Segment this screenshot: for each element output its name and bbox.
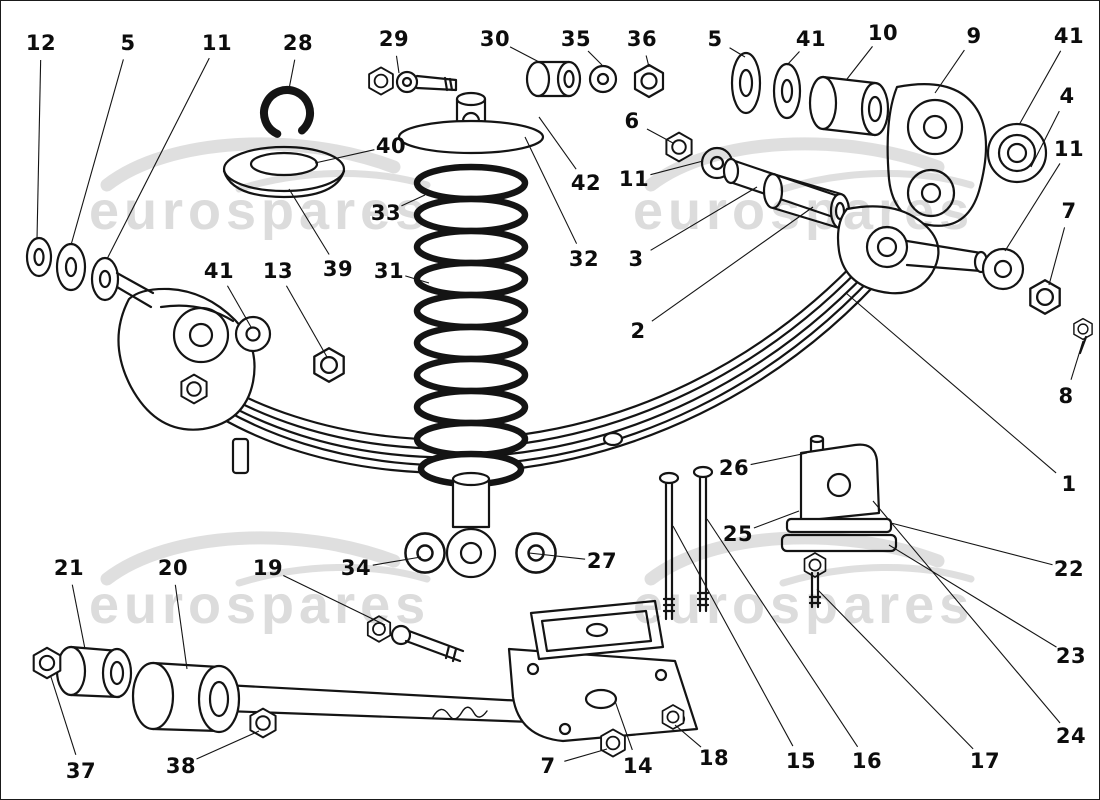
watermark-swoosh <box>100 531 401 586</box>
snap-ring-and-seat <box>222 86 346 199</box>
washer-41-left <box>234 315 272 353</box>
leader-line-31 <box>405 275 430 284</box>
leader-line-5 <box>70 59 124 246</box>
leader-line-21 <box>71 584 86 650</box>
leader-line-33 <box>401 194 426 207</box>
leader-line-20 <box>174 584 188 670</box>
left-washer-stack <box>25 236 155 309</box>
watermark-swoosh <box>235 564 431 587</box>
leader-line-10 <box>846 46 873 80</box>
leader-line-42 <box>538 116 577 170</box>
leader-line-16 <box>706 518 859 748</box>
leader-line-35 <box>587 50 603 66</box>
leader-line-3 <box>650 186 758 251</box>
upper-link-group <box>730 51 1048 227</box>
watermark-text: eurospares <box>633 575 974 635</box>
watermark-swoosh <box>100 137 401 192</box>
leader-line-1 <box>845 292 1057 474</box>
leader-line-6 <box>646 128 674 144</box>
watermark-text: eurospares <box>89 181 430 241</box>
right-spring-eye-group <box>836 205 1093 355</box>
leader-line-9 <box>934 49 965 94</box>
leader-line-36 <box>645 55 650 68</box>
leader-line-29 <box>395 55 400 74</box>
leader-line-40 <box>314 149 375 164</box>
coil-spring-shock <box>397 91 557 579</box>
left-spring-eye-bracket <box>117 287 256 431</box>
leader-line-7 <box>564 748 608 762</box>
leader-line-39 <box>288 188 330 255</box>
leader-line-38 <box>196 730 260 760</box>
leader-line-25 <box>753 510 800 529</box>
watermark-swoosh <box>644 137 945 192</box>
leader-line-22 <box>890 522 1053 566</box>
watermark-layer: eurospares eurospares eurospares eurospares <box>89 137 975 635</box>
leader-line-13 <box>285 285 328 358</box>
leader-line-24 <box>872 500 1061 724</box>
nut-13 <box>313 347 345 383</box>
watermark-swoosh <box>235 170 431 193</box>
leader-line-32 <box>524 136 578 244</box>
leader-line-14 <box>614 700 633 751</box>
leader-line-18 <box>674 724 702 748</box>
leader-line-11 <box>1004 163 1061 252</box>
leader-line-41 <box>1018 50 1062 126</box>
leader-line-4 <box>1030 110 1060 168</box>
leader-line-30 <box>509 46 542 64</box>
watermark-text: eurospares <box>633 181 974 241</box>
watermark-swoosh <box>779 170 975 193</box>
watermark-swoosh <box>779 564 975 587</box>
watermark-swoosh <box>644 531 945 586</box>
leader-line-37 <box>50 676 77 755</box>
leader-line-12 <box>36 59 42 240</box>
leader-line-41 <box>786 51 800 66</box>
leader-line-5 <box>729 47 746 58</box>
signature-scribble <box>432 706 488 720</box>
leader-line-17 <box>816 588 974 750</box>
top-hardware-row <box>368 60 665 99</box>
leader-line-34 <box>372 556 422 566</box>
trailing-arm-group <box>32 599 699 758</box>
leader-line-2 <box>651 206 814 322</box>
leader-line-15 <box>672 525 794 747</box>
leader-line-8 <box>1070 340 1084 380</box>
watermark-text: eurospares <box>89 575 430 635</box>
leader-line-11 <box>106 57 210 260</box>
leader-line-23 <box>888 544 1057 648</box>
leader-line-19 <box>283 574 386 626</box>
leader-line-26 <box>750 452 808 466</box>
leader-lines <box>36 46 1084 762</box>
leader-line-11 <box>650 160 704 176</box>
leader-line-28 <box>288 59 296 90</box>
leader-line-27 <box>528 552 586 560</box>
leader-line-41 <box>226 285 252 328</box>
leader-line-7 <box>1048 227 1066 286</box>
